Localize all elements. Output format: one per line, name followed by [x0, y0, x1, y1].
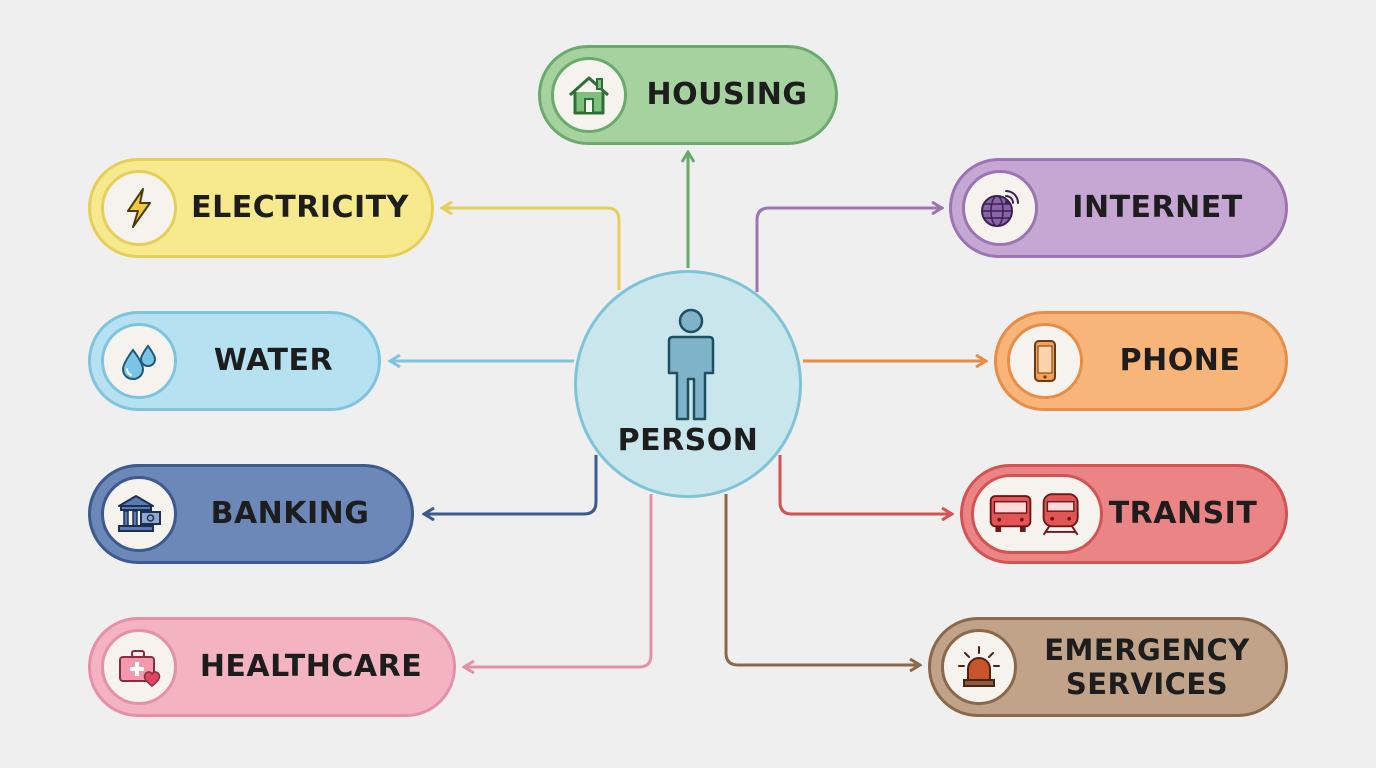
bus-train-icon: [989, 493, 1079, 536]
node-phone: PHONE: [994, 311, 1288, 411]
smartphone-icon: [1034, 340, 1056, 382]
node-housing: HOUSING: [538, 45, 838, 145]
lightning-bolt-icon-badge: [101, 170, 177, 246]
node-label: PHONE: [1119, 343, 1241, 378]
connector-emergency: [724, 494, 920, 665]
node-internet: INTERNET: [949, 158, 1288, 258]
node-emergency-services: EMERGENCY SERVICES: [928, 617, 1288, 717]
center-label: PERSON: [617, 423, 759, 458]
smartphone-icon-badge: [1007, 323, 1083, 399]
connector-electricity: [442, 208, 621, 290]
node-label: WATER: [213, 343, 334, 378]
siren-icon: [958, 646, 1000, 687]
center-node-person: PERSON: [574, 270, 802, 498]
siren-icon-badge: [941, 629, 1017, 705]
node-label: ELECTRICITY: [191, 190, 409, 225]
node-water: WATER: [88, 311, 381, 411]
globe-wifi-icon-badge: [962, 170, 1038, 246]
node-label: HOUSING: [646, 77, 808, 112]
node-electricity: ELECTRICITY: [88, 158, 434, 258]
house-icon: [568, 76, 610, 115]
node-label: HEALTHCARE: [199, 649, 423, 684]
bus-train-icon-badge: [971, 474, 1103, 554]
node-label: EMERGENCY SERVICES: [1044, 633, 1250, 701]
bank-icon: [118, 495, 161, 532]
node-banking: BANKING: [88, 464, 414, 564]
globe-wifi-icon: [981, 190, 1019, 227]
medical-kit-icon-badge: [101, 629, 177, 705]
bank-icon-badge: [101, 476, 177, 552]
house-icon-badge: [551, 57, 627, 133]
connector-internet: [755, 208, 942, 292]
water-drops-icon-badge: [101, 323, 177, 399]
person-icon: [667, 308, 715, 421]
lightning-bolt-icon: [127, 188, 151, 228]
medical-kit-icon: [119, 650, 161, 687]
connector-banking: [424, 455, 598, 514]
node-label: BANKING: [210, 496, 370, 531]
connector-healthcare: [464, 494, 653, 667]
node-label: TRANSIT: [1108, 496, 1258, 531]
node-healthcare: HEALTHCARE: [88, 617, 456, 717]
node-transit: TRANSIT: [960, 464, 1288, 564]
node-label: INTERNET: [1072, 190, 1243, 225]
connector-transit: [778, 455, 952, 514]
water-drops-icon: [121, 344, 157, 381]
